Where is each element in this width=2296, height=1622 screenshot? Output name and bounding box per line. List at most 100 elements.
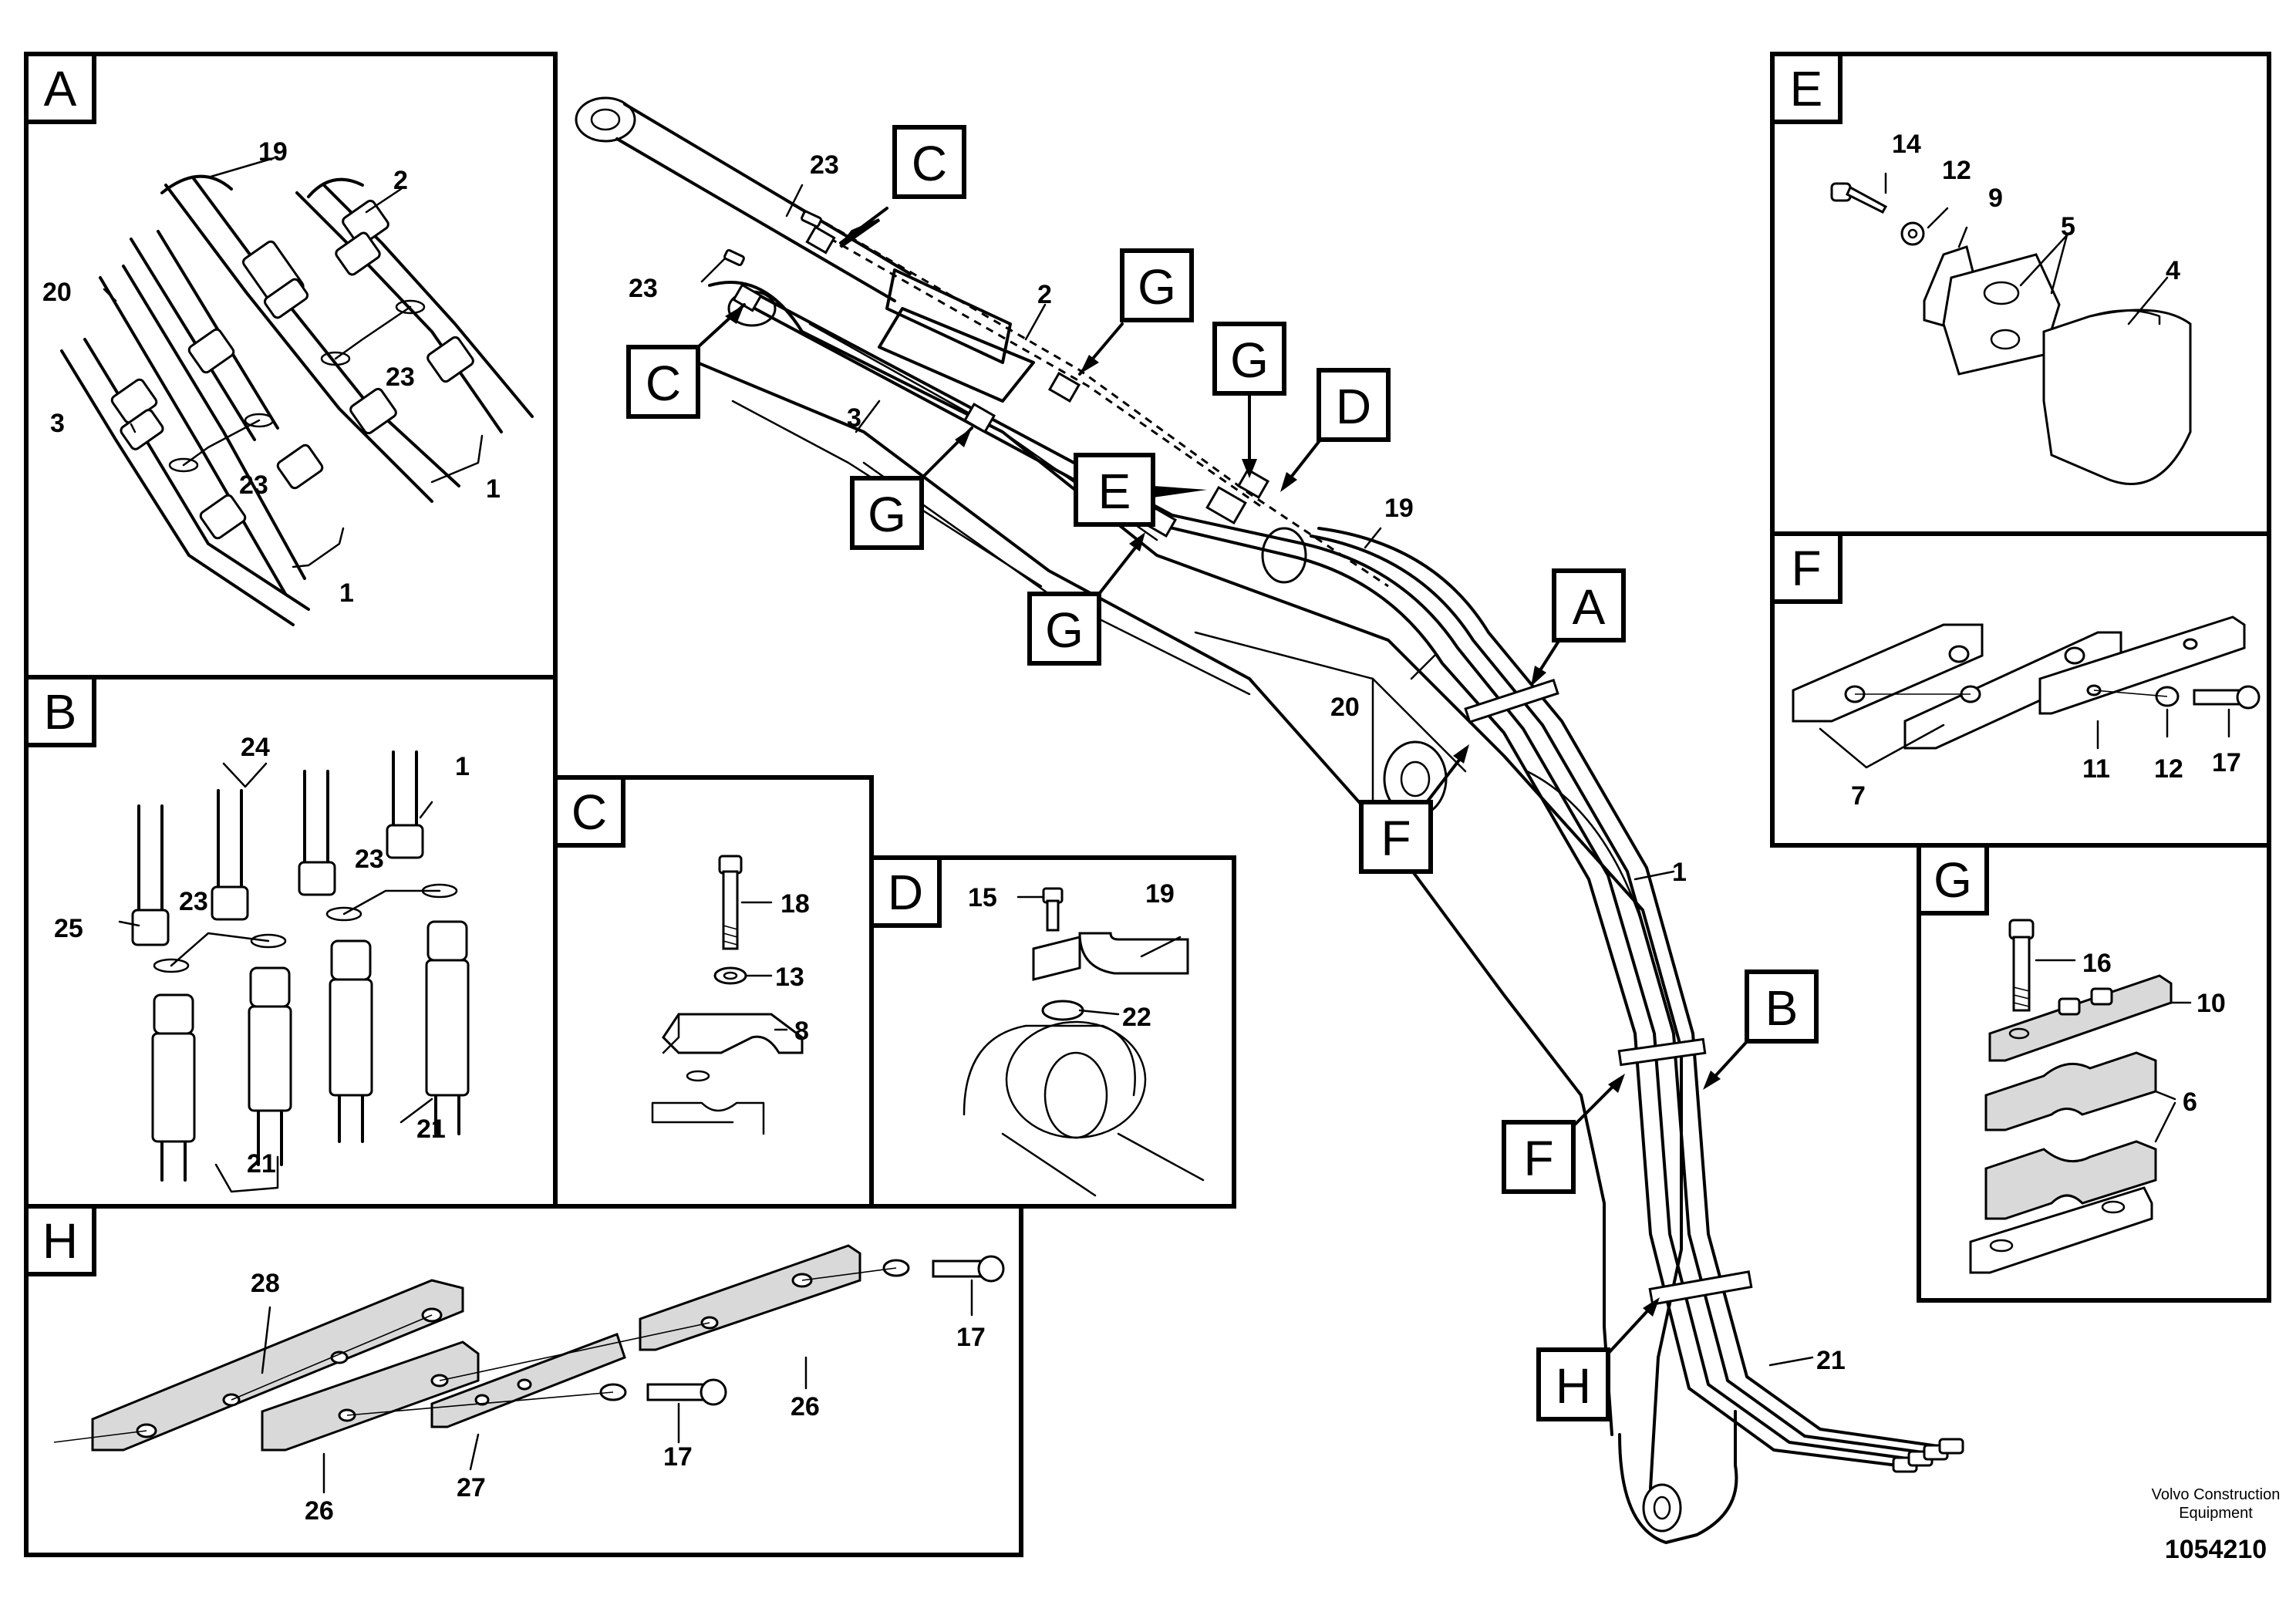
callout-h[interactable]: H — [1536, 1297, 1660, 1421]
panel-e-label-5: 5 — [2061, 212, 2075, 241]
callout-g-top[interactable]: G — [1078, 248, 1194, 376]
panel-h-tag: H — [24, 1204, 96, 1276]
svg-text:A: A — [1573, 579, 1606, 635]
panel-h-label-27: 27 — [457, 1473, 486, 1502]
svg-text:F: F — [1381, 811, 1411, 866]
footer-image-number: 1054210 — [2165, 1535, 2267, 1564]
svg-text:C: C — [646, 356, 681, 411]
panel-d-label-15: 15 — [968, 883, 997, 912]
main-label-23a: 23 — [810, 150, 839, 180]
panel-a-label-1b: 1 — [339, 578, 354, 608]
boom-drawing — [575, 96, 1738, 1544]
svg-text:C: C — [571, 784, 607, 840]
panel-h-label-26a: 26 — [791, 1392, 820, 1421]
panel-a-label-3: 3 — [50, 409, 65, 438]
panel-f-drawing — [1792, 615, 2261, 769]
panel-g-label-16: 16 — [2082, 949, 2112, 978]
panel-d-frame — [869, 855, 1236, 1209]
callout-g-bottom[interactable]: G — [1027, 532, 1145, 666]
svg-text:B: B — [44, 684, 77, 740]
svg-text:G: G — [1045, 602, 1084, 658]
svg-text:G: G — [1934, 852, 1972, 908]
panel-b-label-21b: 21 — [247, 1149, 276, 1179]
panel-h-label-17a: 17 — [956, 1323, 986, 1352]
panel-h-label-28: 28 — [251, 1269, 280, 1298]
panel-b-tag: B — [24, 675, 96, 747]
main-label-23b: 23 — [629, 274, 658, 303]
panel-a-label-23a: 23 — [386, 363, 415, 392]
panel-f-label-7: 7 — [1851, 781, 1866, 811]
svg-text:H: H — [1556, 1358, 1591, 1414]
svg-text:G: G — [868, 487, 906, 542]
svg-text:C: C — [912, 136, 947, 191]
svg-text:F: F — [1523, 1131, 1553, 1186]
panel-e-drawing — [1830, 172, 2192, 485]
hose-runs — [700, 184, 1964, 1473]
panel-f-label-12: 12 — [2154, 754, 2183, 784]
panel-a-label-23b: 23 — [239, 470, 268, 500]
main-label-2: 2 — [1037, 280, 1052, 309]
panel-c-label-8: 8 — [794, 1017, 809, 1046]
footer-company-line1: Volvo Construction — [2152, 1486, 2281, 1503]
callout-g-mid[interactable]: G — [1212, 322, 1286, 478]
panel-a-label-19: 19 — [258, 137, 288, 167]
panel-g-drawing — [1969, 919, 2192, 1274]
svg-text:B: B — [1765, 980, 1799, 1036]
panel-c-label-18: 18 — [781, 889, 810, 919]
panel-f-label-17: 17 — [2212, 748, 2241, 777]
main-label-19: 19 — [1384, 494, 1414, 523]
panel-e-label-4: 4 — [2166, 256, 2180, 285]
panel-a-label-2: 2 — [393, 166, 408, 195]
main-label-21: 21 — [1816, 1346, 1846, 1375]
svg-text:E: E — [1790, 61, 1823, 116]
panel-b-label-24: 24 — [241, 733, 270, 762]
panel-a-label-20: 20 — [42, 278, 72, 307]
main-label-1: 1 — [1672, 858, 1687, 887]
panel-h-label-17b: 17 — [663, 1442, 693, 1472]
main-label-3: 3 — [847, 403, 861, 433]
panel-c-tag: C — [553, 775, 625, 848]
svg-text:D: D — [1336, 379, 1371, 434]
panel-b-label-25: 25 — [54, 914, 83, 943]
panel-d-label-22: 22 — [1122, 1003, 1151, 1032]
callout-c-lower[interactable]: C — [626, 303, 746, 419]
panel-h-frame — [24, 1204, 1023, 1557]
panel-a-tag: A — [24, 52, 96, 124]
panel-b-label-23b: 23 — [355, 845, 384, 874]
callout-f-upper[interactable]: F — [1359, 744, 1469, 874]
callout-a[interactable]: A — [1531, 568, 1626, 686]
panel-e-label-9: 9 — [1988, 184, 2003, 213]
panel-c-drawing — [651, 855, 804, 1135]
svg-text:A: A — [44, 61, 77, 116]
panel-h-label-26b: 26 — [305, 1496, 334, 1526]
callout-c-upper[interactable]: C — [839, 125, 966, 248]
svg-text:G: G — [1230, 332, 1269, 388]
panel-a-drawing — [60, 157, 534, 626]
panel-c-label-13: 13 — [775, 963, 804, 992]
callout-g-left[interactable]: G — [850, 427, 973, 550]
panel-h-drawing — [53, 1244, 1005, 1494]
svg-text:F: F — [1791, 541, 1821, 596]
callout-f-lower[interactable]: F — [1502, 1074, 1625, 1194]
panel-d-tag: D — [869, 855, 942, 928]
callout-b[interactable]: B — [1703, 969, 1819, 1090]
panel-e-label-12: 12 — [1942, 156, 1971, 185]
panel-g-frame — [1917, 843, 2271, 1303]
panel-a-frame — [24, 52, 558, 679]
panel-f-tag: F — [1770, 531, 1843, 604]
svg-text:H: H — [42, 1213, 78, 1269]
panel-g-tag: G — [1917, 843, 1989, 916]
panel-b-drawing — [118, 750, 470, 1193]
panel-d-label-19: 19 — [1145, 879, 1175, 909]
panel-b-label-21a: 21 — [416, 1114, 446, 1144]
main-label-20: 20 — [1330, 693, 1360, 722]
callout-d[interactable]: D — [1280, 368, 1391, 492]
svg-text:D: D — [888, 865, 923, 920]
panel-b-label-1: 1 — [455, 752, 470, 781]
footer-company-line2: Equipment — [2179, 1505, 2253, 1522]
svg-text:E: E — [1098, 464, 1131, 519]
panel-g-label-6: 6 — [2183, 1088, 2197, 1117]
svg-text:G: G — [1138, 259, 1176, 315]
callout-e[interactable]: E — [1074, 453, 1207, 527]
